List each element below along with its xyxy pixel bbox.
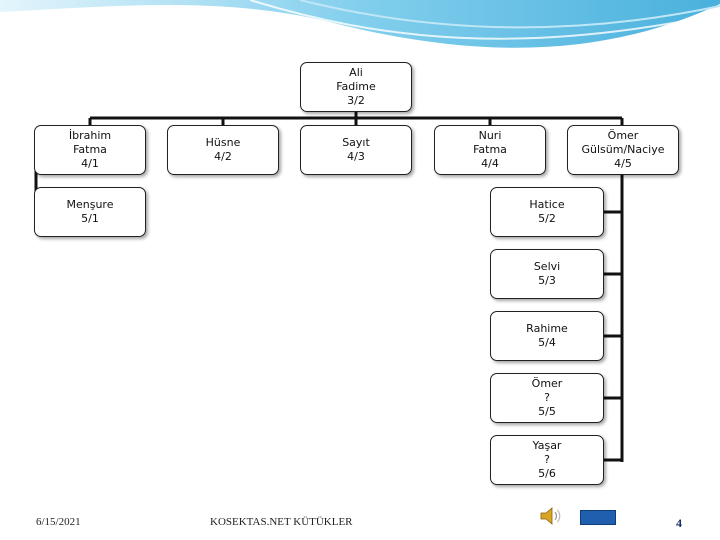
node-rahime: Rahime 5/4: [490, 311, 604, 361]
node-nuri-line2: Fatma: [473, 143, 507, 156]
node-mensure: Menşure 5/1: [34, 187, 146, 237]
node-nuri-line3: 4/4: [481, 157, 499, 170]
node-yasar-line1: Yaşar: [532, 439, 562, 452]
node-omer-5-5-line2: ?: [544, 391, 550, 404]
node-omer-5-5: Ömer ? 5/5: [490, 373, 604, 423]
node-ali-line1: Ali: [349, 66, 363, 79]
node-omer-line3: 4/5: [614, 157, 632, 170]
speaker-icon[interactable]: [538, 505, 564, 527]
node-sayit-line2: 4/3: [347, 150, 365, 163]
node-ibrahim-line3: 4/1: [81, 157, 99, 170]
node-husne-line1: Hüsne: [205, 136, 241, 149]
node-selvi-line1: Selvi: [533, 260, 561, 273]
node-rahime-line1: Rahime: [526, 322, 568, 335]
node-ibrahim-line2: Fatma: [73, 143, 107, 156]
node-selvi-line2: 5/3: [538, 274, 556, 287]
node-husne: Hüsne 4/2: [167, 125, 279, 175]
node-sayit-line1: Sayıt: [342, 136, 370, 149]
node-sayit: Sayıt 4/3: [300, 125, 412, 175]
node-omer-5-5-line1: Ömer: [531, 377, 563, 390]
node-omer-line1: Ömer: [607, 129, 639, 142]
page-number: 4: [676, 516, 682, 530]
node-yasar-line3: 5/6: [538, 467, 556, 480]
node-omer-line2: Gülsüm/Naciye: [581, 143, 665, 156]
node-ali-line2: Fadime: [336, 80, 376, 93]
header-wave: [0, 0, 720, 48]
nav-bar[interactable]: [580, 510, 616, 525]
node-hatice: Hatice 5/2: [490, 187, 604, 237]
node-omer: Ömer Gülsüm/Naciye 4/5: [567, 125, 679, 175]
node-ibrahim: İbrahim Fatma 4/1: [34, 125, 146, 175]
node-mensure-line1: Menşure: [66, 198, 114, 211]
footer-title: KOSEKTAS.NET KÜTÜKLER: [210, 516, 353, 528]
node-yasar: Yaşar ? 5/6: [490, 435, 604, 485]
node-hatice-line1: Hatice: [529, 198, 565, 211]
node-ali-line3: 3/2: [347, 94, 365, 107]
node-omer-5-5-line3: 5/5: [538, 405, 556, 418]
node-mensure-line2: 5/1: [81, 212, 99, 225]
node-selvi: Selvi 5/3: [490, 249, 604, 299]
node-ibrahim-line1: İbrahim: [68, 129, 112, 142]
node-husne-line2: 4/2: [214, 150, 232, 163]
node-hatice-line2: 5/2: [538, 212, 556, 225]
node-ali: Ali Fadime 3/2: [300, 62, 412, 112]
node-nuri: Nuri Fatma 4/4: [434, 125, 546, 175]
node-yasar-line2: ?: [544, 453, 550, 466]
node-nuri-line1: Nuri: [478, 129, 502, 142]
footer-date: 6/15/2021: [36, 516, 81, 528]
node-rahime-line2: 5/4: [538, 336, 556, 349]
